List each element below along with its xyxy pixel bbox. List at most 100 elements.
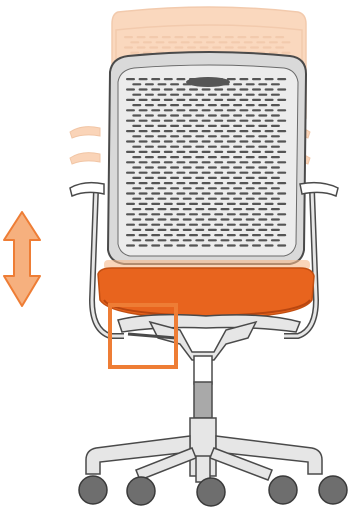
mesh-slot bbox=[183, 187, 192, 189]
mesh-slot bbox=[145, 198, 154, 200]
mesh-slot bbox=[145, 177, 154, 179]
mesh-slot bbox=[132, 208, 141, 210]
mesh-slot bbox=[202, 203, 211, 205]
mesh-slot bbox=[151, 234, 160, 236]
mesh-slot bbox=[239, 130, 248, 132]
mesh-slot bbox=[208, 125, 217, 127]
mesh-slot bbox=[170, 114, 179, 116]
mesh-slot bbox=[256, 41, 265, 43]
mesh-slot bbox=[221, 208, 230, 210]
mesh-slot bbox=[208, 177, 217, 179]
mesh-slot bbox=[258, 218, 267, 220]
mesh-slot bbox=[258, 208, 267, 210]
mesh-slot bbox=[258, 114, 267, 116]
mesh-slot bbox=[158, 135, 167, 137]
mesh-slot bbox=[239, 78, 248, 80]
mesh-slot bbox=[265, 182, 274, 184]
mesh-slot bbox=[189, 88, 198, 90]
mesh-slot bbox=[189, 120, 198, 122]
mesh-slot bbox=[189, 140, 198, 142]
mesh-slot bbox=[221, 114, 230, 116]
mesh-slot bbox=[221, 166, 230, 168]
mesh-slot bbox=[227, 78, 236, 80]
mesh-slot bbox=[239, 213, 248, 215]
mesh-slot bbox=[189, 130, 198, 132]
mesh-slot bbox=[239, 244, 248, 246]
mesh-slot bbox=[176, 172, 185, 174]
mesh-slot bbox=[195, 187, 204, 189]
mesh-slot bbox=[219, 41, 228, 43]
mesh-slot bbox=[151, 213, 160, 215]
mesh-slot bbox=[170, 177, 179, 179]
mesh-slot bbox=[170, 146, 179, 148]
mesh-slot bbox=[195, 229, 204, 231]
mesh-slot bbox=[252, 172, 261, 174]
mesh-slot bbox=[277, 172, 286, 174]
mesh-slot bbox=[271, 156, 280, 158]
mesh-slot bbox=[258, 177, 267, 179]
mesh-slot bbox=[176, 109, 185, 111]
mesh-slot bbox=[183, 135, 192, 137]
mesh-slot bbox=[202, 120, 211, 122]
mesh-slot bbox=[202, 151, 211, 153]
mesh-slot bbox=[258, 187, 267, 189]
mesh-slot bbox=[239, 224, 248, 226]
mesh-slot bbox=[151, 172, 160, 174]
mesh-slot bbox=[277, 182, 286, 184]
mesh-slot bbox=[246, 104, 255, 106]
mesh-slot bbox=[277, 140, 286, 142]
mesh-slot bbox=[189, 109, 198, 111]
mesh-slot bbox=[183, 229, 192, 231]
mesh-slot bbox=[214, 99, 223, 101]
mesh-slot bbox=[221, 229, 230, 231]
mesh-slot bbox=[214, 151, 223, 153]
mesh-slot bbox=[195, 125, 204, 127]
mesh-slot bbox=[214, 109, 223, 111]
mesh-slot bbox=[246, 83, 255, 85]
mesh-slot bbox=[214, 192, 223, 194]
mesh-slot bbox=[183, 177, 192, 179]
mesh-slot bbox=[130, 52, 139, 54]
mesh-slot bbox=[239, 109, 248, 111]
mesh-slot bbox=[200, 46, 209, 48]
mesh-slot bbox=[252, 203, 261, 205]
mesh-slot bbox=[233, 208, 242, 210]
mesh-slot bbox=[139, 203, 148, 205]
backrest-logo-mark bbox=[186, 77, 230, 87]
mesh-slot bbox=[227, 120, 236, 122]
mesh-slot bbox=[137, 46, 146, 48]
mesh-slot bbox=[269, 41, 278, 43]
mesh-slot bbox=[174, 36, 183, 38]
mesh-slot bbox=[170, 94, 179, 96]
mesh-slot bbox=[221, 156, 230, 158]
mesh-slot bbox=[202, 224, 211, 226]
mesh-slot bbox=[132, 94, 141, 96]
mesh-slot bbox=[202, 192, 211, 194]
mesh-slot bbox=[265, 203, 274, 205]
mesh-slot bbox=[195, 208, 204, 210]
mesh-slot bbox=[132, 229, 141, 231]
mesh-slot bbox=[271, 229, 280, 231]
mesh-slot bbox=[214, 88, 223, 90]
mesh-slot bbox=[258, 146, 267, 148]
mesh-slot bbox=[132, 239, 141, 241]
mesh-slot bbox=[202, 88, 211, 90]
mesh-slot bbox=[126, 120, 135, 122]
mesh-slot bbox=[214, 203, 223, 205]
mesh-slot bbox=[195, 177, 204, 179]
mesh-slot bbox=[233, 177, 242, 179]
mesh-slot bbox=[195, 239, 204, 241]
mesh-slot bbox=[176, 120, 185, 122]
mesh-slot bbox=[246, 146, 255, 148]
mesh-slot bbox=[277, 130, 286, 132]
mesh-slot bbox=[151, 109, 160, 111]
mesh-slot bbox=[214, 172, 223, 174]
mesh-slot bbox=[158, 239, 167, 241]
mesh-slot bbox=[214, 234, 223, 236]
mesh-slot bbox=[170, 229, 179, 231]
mesh-slot bbox=[126, 130, 135, 132]
mesh-slot bbox=[271, 83, 280, 85]
mesh-slot bbox=[158, 146, 167, 148]
mesh-slot bbox=[258, 104, 267, 106]
